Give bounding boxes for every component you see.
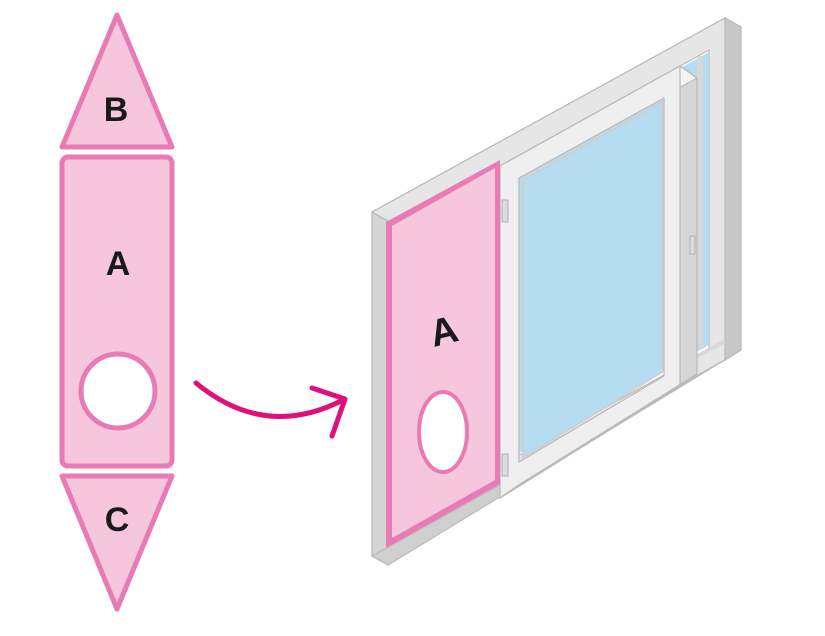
triangle-piece-c: [59, 473, 175, 612]
panel-a-label: A: [106, 245, 131, 283]
installed-hose-hole: [417, 390, 469, 474]
hose-hole: [78, 351, 158, 431]
sash-latch: [689, 235, 696, 255]
window-illustration: A: [370, 16, 743, 567]
triangle-b-label: B: [104, 91, 129, 129]
hinge-bottom: [501, 453, 509, 477]
sash-glass: [522, 100, 663, 460]
sliding-sash: [498, 64, 699, 500]
arrow-curve: [193, 380, 346, 419]
kit-pieces: B A C: [59, 12, 175, 612]
arrow-head: [309, 385, 348, 439]
triangle-c-label: C: [105, 501, 130, 539]
installed-panel-a: A: [386, 160, 500, 548]
triangle-piece-b: [59, 12, 175, 150]
install-arrow: [193, 380, 348, 439]
hinge-top: [501, 199, 509, 223]
